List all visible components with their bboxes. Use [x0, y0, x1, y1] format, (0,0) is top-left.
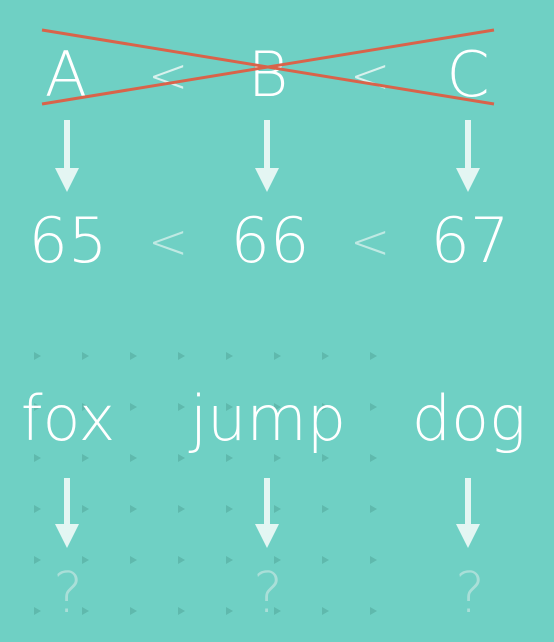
pattern-dot	[322, 607, 329, 615]
pattern-dot	[178, 607, 185, 615]
pattern-dot	[178, 454, 185, 462]
pattern-dot	[178, 505, 185, 513]
pattern-dot	[322, 403, 329, 411]
pattern-dot	[226, 607, 233, 615]
question-mark-1: ?	[53, 561, 83, 626]
letter-b: B	[247, 38, 289, 111]
code-67: 67	[430, 204, 510, 277]
pattern-dot	[274, 403, 281, 411]
pattern-dot	[82, 403, 89, 411]
pattern-dot	[274, 352, 281, 360]
pattern-dot	[130, 352, 137, 360]
letter-a: A	[44, 38, 88, 111]
down-arrow-icon	[255, 478, 279, 548]
pattern-dot	[370, 403, 377, 411]
pattern-dot	[370, 454, 377, 462]
pattern-dot	[274, 505, 281, 513]
question-mark-3: ?	[455, 561, 485, 626]
pattern-dot	[34, 505, 41, 513]
code-65: 65	[28, 204, 108, 277]
pattern-dot	[370, 352, 377, 360]
pattern-dot	[34, 352, 41, 360]
pattern-dot	[322, 505, 329, 513]
pattern-dot	[370, 505, 377, 513]
question-mark-2: ?	[253, 561, 283, 626]
pattern-dot	[34, 607, 41, 615]
pattern-dot	[178, 556, 185, 564]
down-arrow-icon	[55, 120, 79, 192]
down-arrow-icon	[255, 120, 279, 192]
pattern-dot	[226, 505, 233, 513]
less-than-2: <	[350, 48, 391, 104]
pattern-dot	[130, 556, 137, 564]
pattern-dot	[34, 403, 41, 411]
pattern-dot	[130, 505, 137, 513]
pattern-dot	[370, 556, 377, 564]
less-than-3: <	[148, 214, 189, 270]
pattern-dot	[226, 352, 233, 360]
less-than-1: <	[148, 48, 189, 104]
down-arrow-icon	[456, 478, 480, 548]
pattern-dot	[274, 556, 281, 564]
letter-c: C	[446, 38, 490, 111]
pattern-dot	[274, 454, 281, 462]
pattern-dot	[130, 607, 137, 615]
pattern-dot	[34, 556, 41, 564]
pattern-dot	[82, 454, 89, 462]
pattern-dot	[130, 403, 137, 411]
pattern-dot	[226, 556, 233, 564]
pattern-dot	[370, 607, 377, 615]
pattern-dot	[178, 352, 185, 360]
less-than-4: <	[350, 214, 391, 270]
cross-out-line-2	[41, 28, 495, 106]
pattern-dot	[82, 556, 89, 564]
word-jump: jump	[189, 382, 347, 455]
pattern-dot	[34, 454, 41, 462]
pattern-dot	[178, 403, 185, 411]
pattern-dot	[274, 607, 281, 615]
pattern-dot	[130, 454, 137, 462]
down-arrow-icon	[456, 120, 480, 192]
pattern-dot	[82, 607, 89, 615]
pattern-dot	[82, 352, 89, 360]
pattern-dot	[322, 454, 329, 462]
pattern-dot	[226, 454, 233, 462]
code-66: 66	[230, 204, 310, 277]
pattern-dot	[322, 556, 329, 564]
pattern-dot	[226, 403, 233, 411]
down-arrow-icon	[55, 478, 79, 548]
pattern-dot	[82, 505, 89, 513]
word-dog: dog	[411, 382, 527, 455]
word-fox: fox	[20, 382, 116, 455]
pattern-dot	[322, 352, 329, 360]
